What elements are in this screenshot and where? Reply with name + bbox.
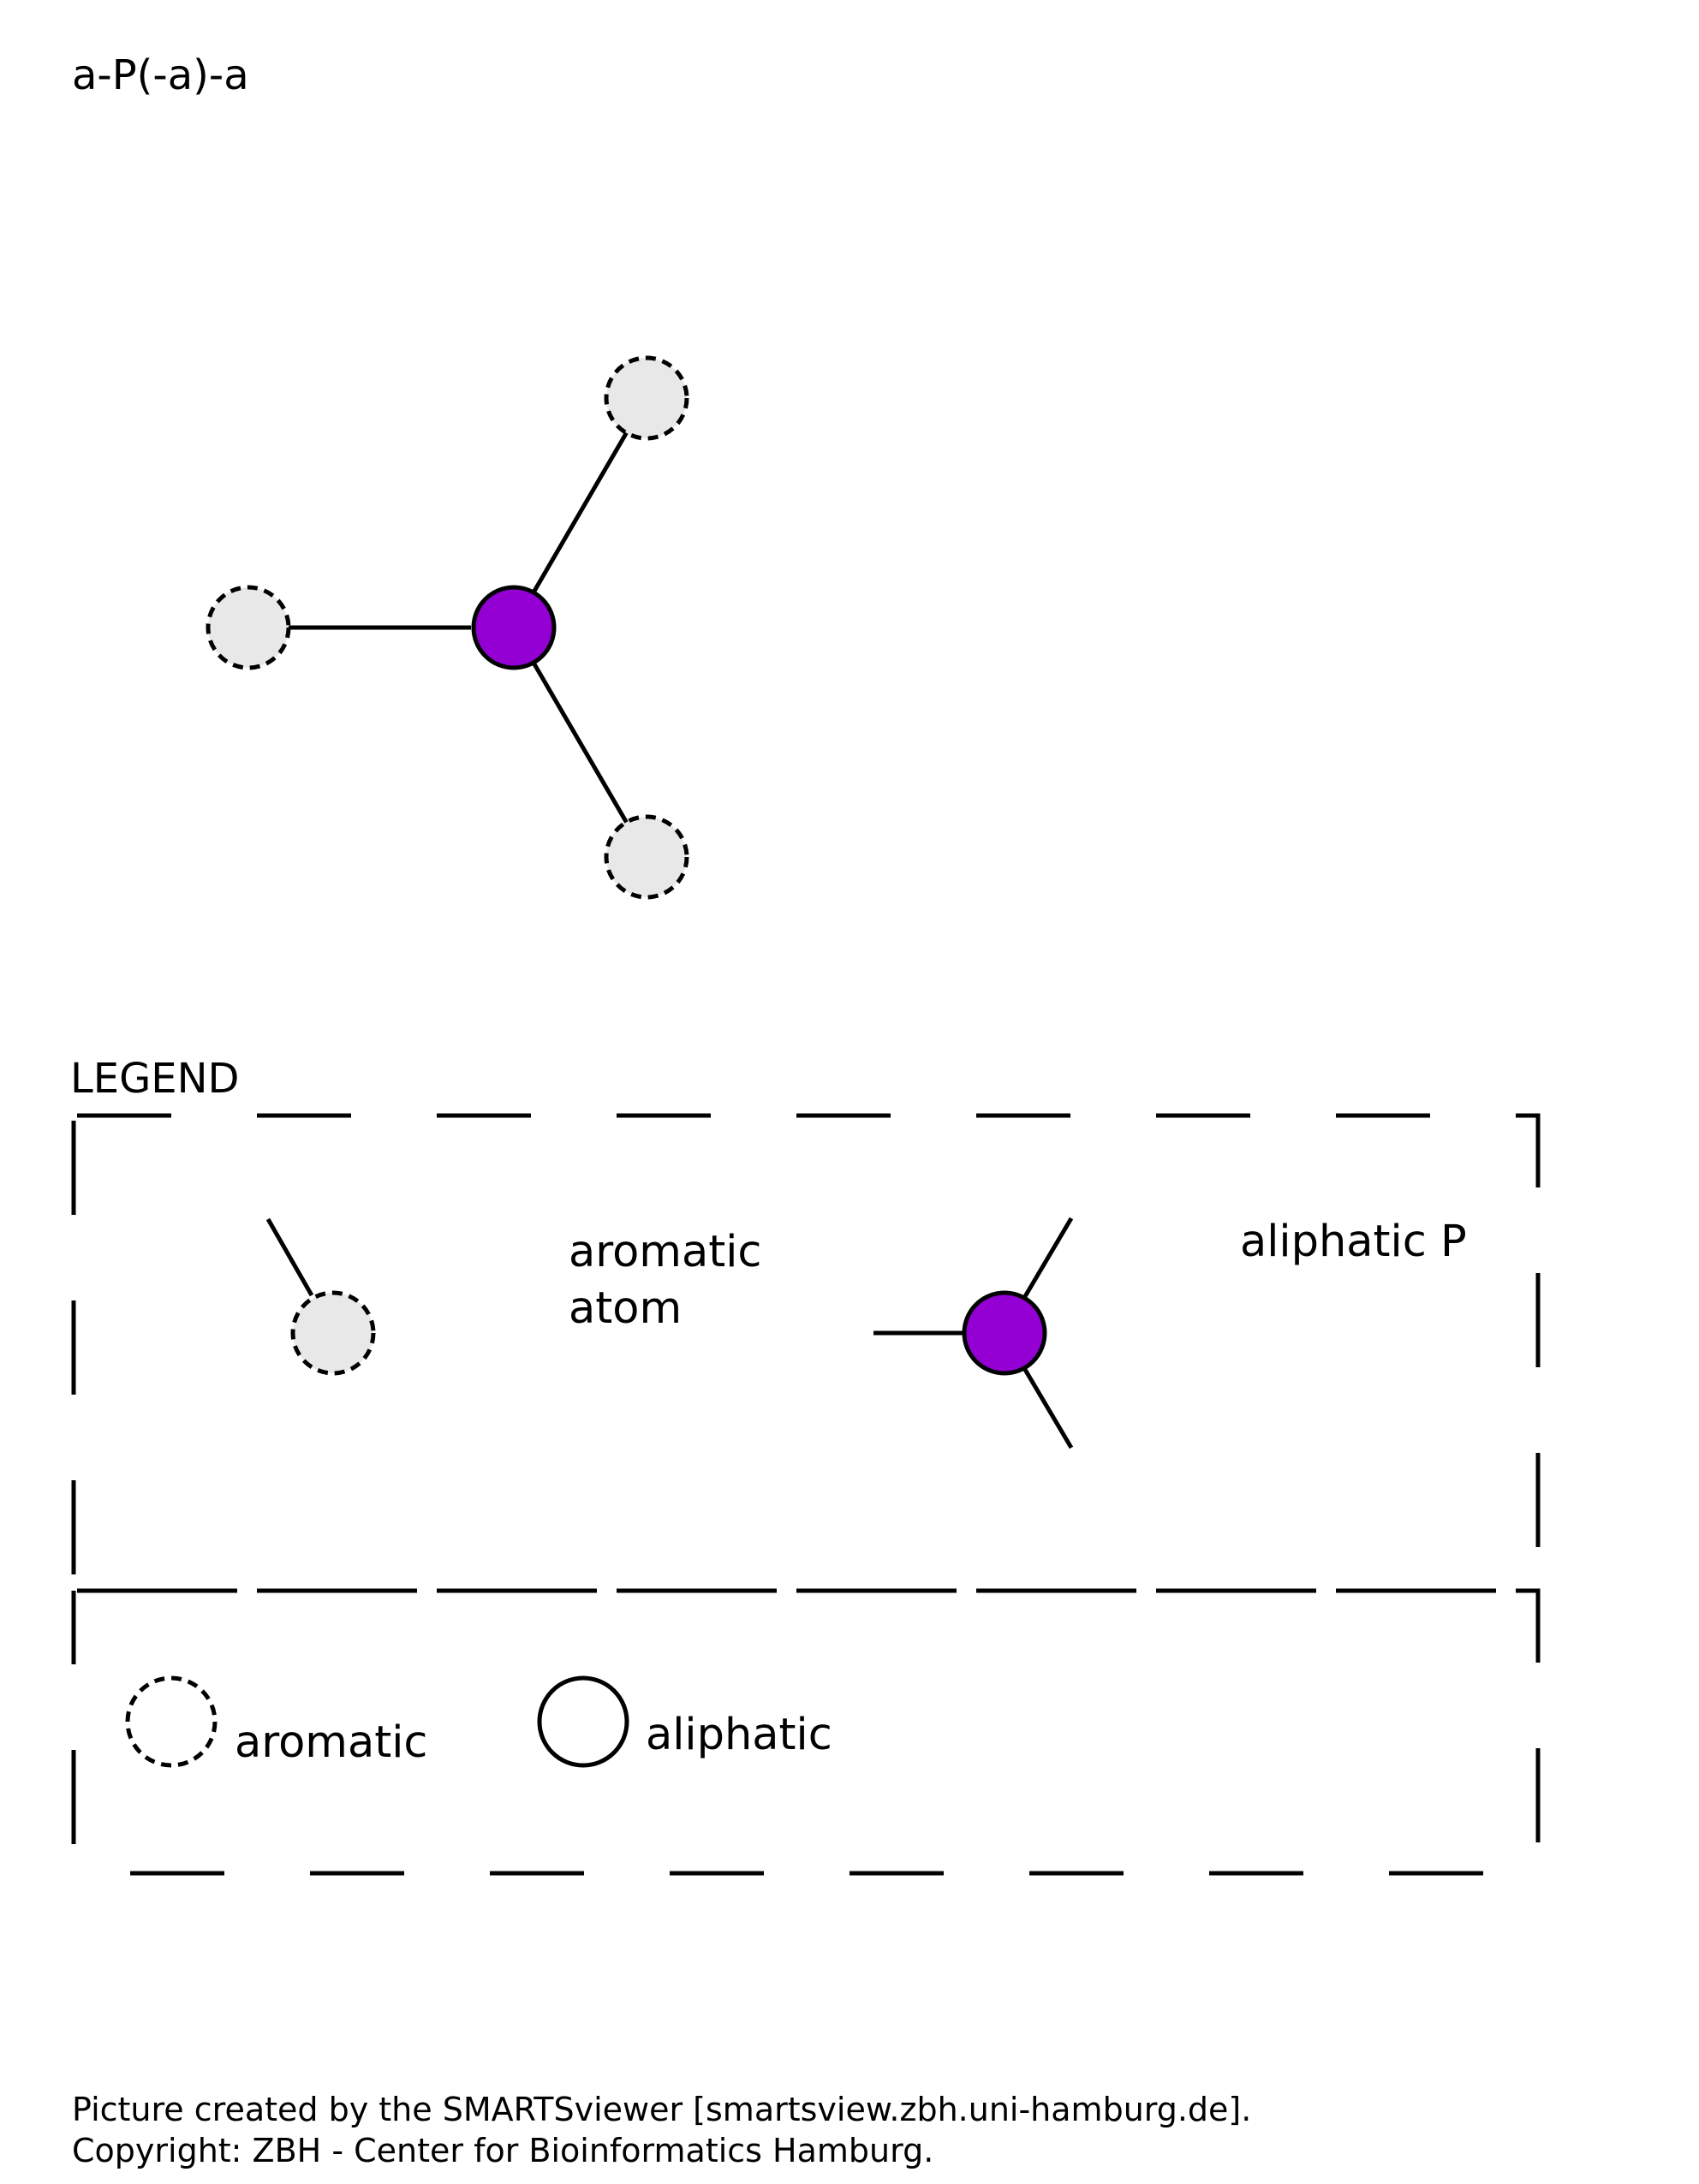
bond-top <box>531 429 630 594</box>
legend-box <box>71 1113 1541 1593</box>
bond-bottom <box>531 661 630 826</box>
aromatic-atom-bottom <box>604 814 689 900</box>
key-aromatic-label: aromatic <box>235 1717 428 1768</box>
legend-p-bond-top <box>1022 1217 1074 1300</box>
key-aliphatic-label: aliphatic <box>646 1710 832 1760</box>
aromatic-atom-icon <box>290 1290 376 1376</box>
aromatic-key-icon <box>125 1675 218 1768</box>
molecule <box>206 355 689 900</box>
aliphatic-p-icon <box>962 1290 1047 1376</box>
aliphatic-key-icon <box>537 1675 629 1768</box>
legend-aliphatic-p-label: aliphatic P <box>1240 1217 1467 1267</box>
phosphorus-atom <box>471 585 557 670</box>
footer-credit: Picture created by the SMARTSviewer [sma… <box>72 2091 1252 2128</box>
aromatic-atom-top <box>604 355 689 441</box>
aromatic-atom-left <box>206 585 291 670</box>
legend-aromatic-atom-label: aromatic atom <box>569 1224 761 1337</box>
legend-title: LEGEND <box>70 1055 240 1103</box>
legend-aromatic-label-line1: aromatic <box>569 1227 762 1277</box>
legend-aromatic-bond <box>265 1217 314 1297</box>
footer-copyright: Copyright: ZBH - Center for Bioinformati… <box>72 2132 934 2169</box>
legend-p-bond-bottom <box>1022 1366 1074 1449</box>
legend-key-box <box>71 1588 1541 1876</box>
legend-aromatic-label-line2: atom <box>569 1283 683 1334</box>
smarts-title: a-P(-a)-a <box>72 51 249 99</box>
